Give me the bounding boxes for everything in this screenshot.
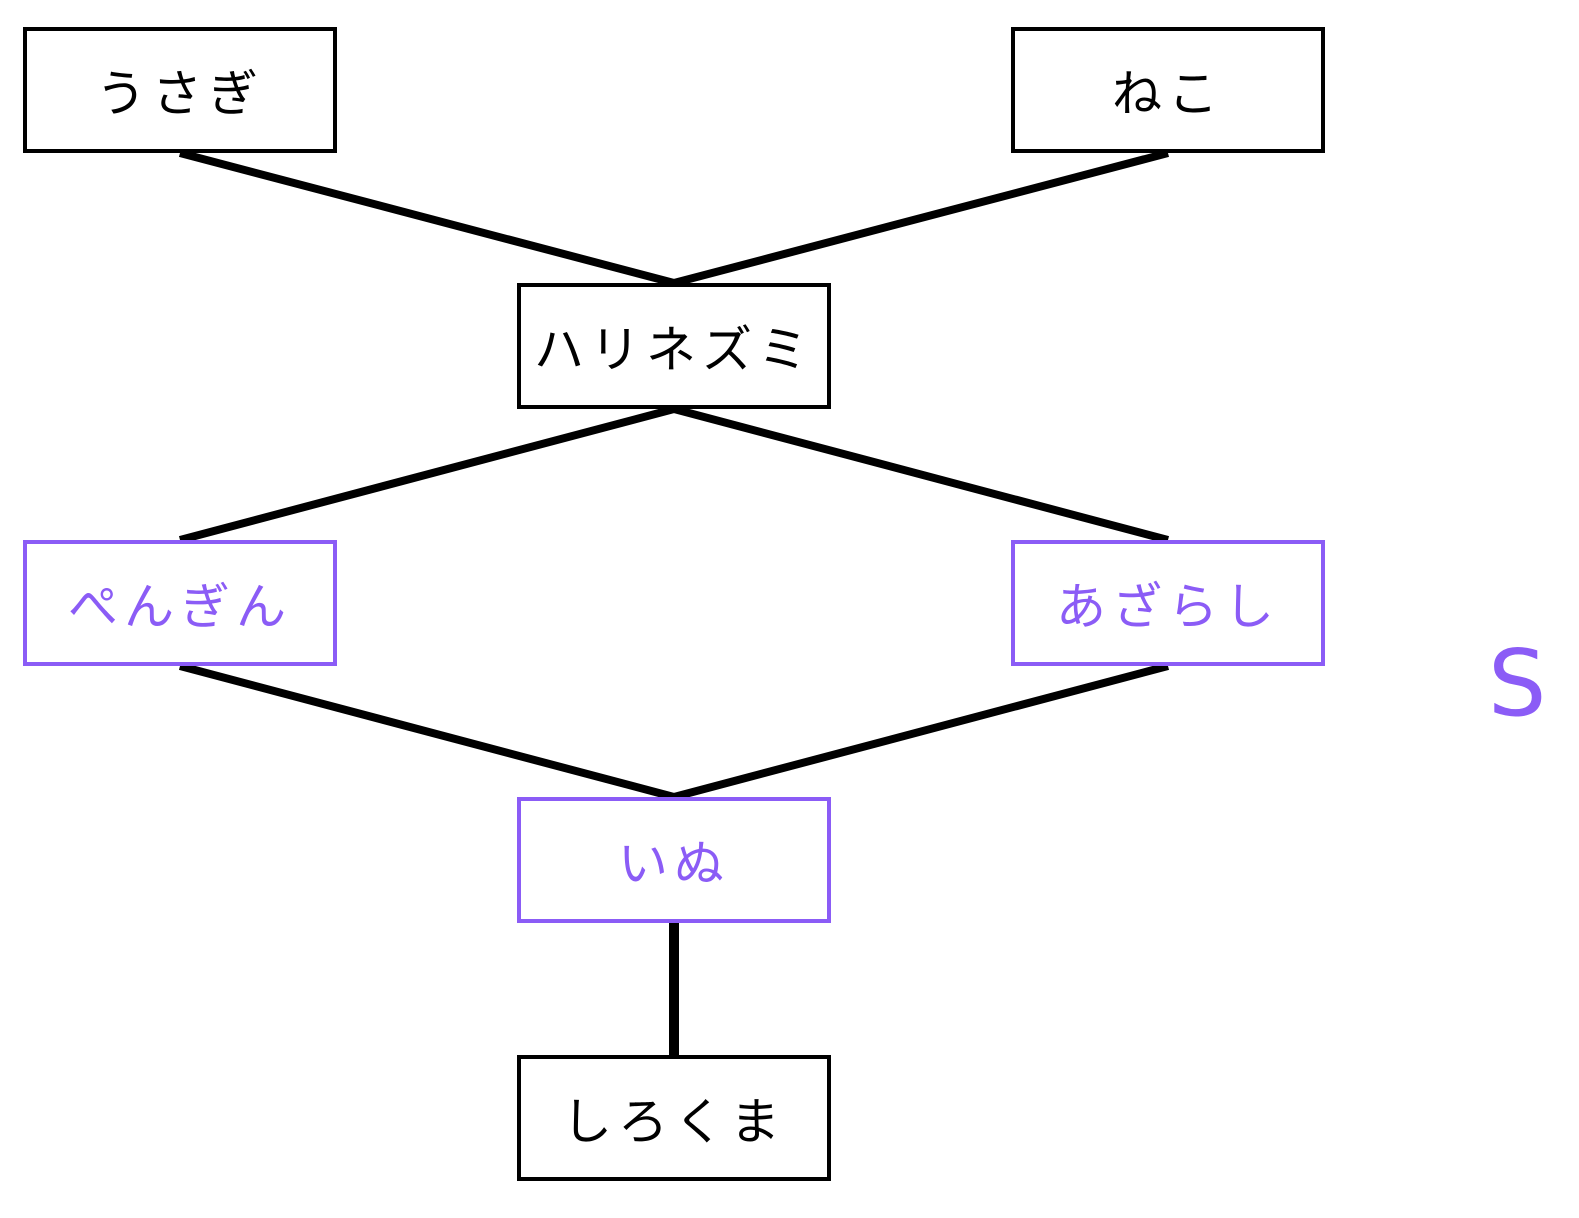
edge-neko-harinezumi — [672, 149, 1170, 287]
node-shirokuma-label: しろくま — [562, 1093, 786, 1151]
edge-usagi-harinezumi — [178, 149, 676, 287]
node-harinezumi: ハリネズミ — [517, 283, 831, 409]
node-usagi-label: うさぎ — [96, 65, 264, 123]
node-pengin-label: ぺんぎん — [68, 578, 292, 636]
edge-harinezumi-azarashi — [672, 405, 1170, 544]
edge-pengin-inu — [178, 662, 676, 801]
edge-azarashi-inu — [672, 662, 1170, 801]
node-neko-label: ねこ — [1112, 65, 1224, 123]
node-shirokuma: しろくま — [517, 1055, 831, 1181]
node-inu-label: いぬ — [618, 835, 730, 893]
node-inu: いぬ — [517, 797, 831, 923]
node-harinezumi-label: ハリネズミ — [534, 321, 814, 379]
node-azarashi: あざらし — [1011, 540, 1325, 666]
node-pengin: ぺんぎん — [23, 540, 337, 666]
node-neko: ねこ — [1011, 27, 1325, 153]
side-mark-s: S — [1488, 630, 1547, 737]
edge-harinezumi-pengin — [178, 405, 676, 544]
node-azarashi-label: あざらし — [1056, 578, 1280, 636]
node-usagi: うさぎ — [23, 27, 337, 153]
